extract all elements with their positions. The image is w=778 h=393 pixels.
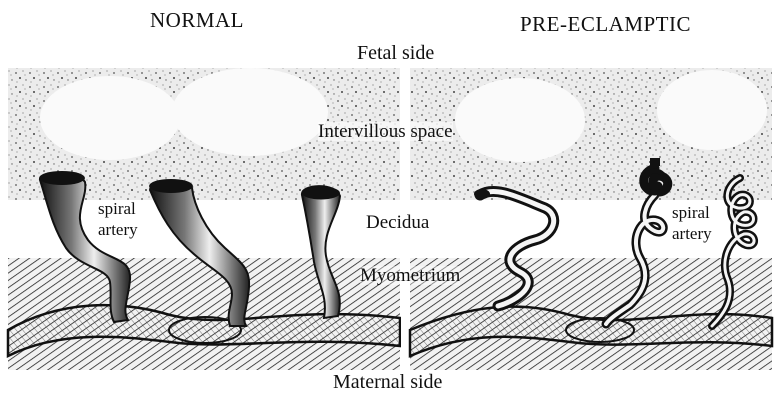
normal-title: NORMAL bbox=[150, 10, 244, 31]
maternal-side-label: Maternal side bbox=[333, 372, 442, 392]
spiral-label-left-line2: artery bbox=[98, 219, 138, 240]
fetal-side-label: Fetal side bbox=[357, 43, 434, 63]
spiral-artery-label-left: spiral artery bbox=[98, 198, 138, 240]
spiral-label-right-line1: spiral bbox=[672, 202, 712, 223]
intervillous-space-label: Intervillous space bbox=[318, 122, 453, 141]
decidua-band-right bbox=[410, 200, 772, 258]
spiral-artery-label-right: spiral artery bbox=[672, 202, 712, 244]
pre-eclamptic-title: PRE-ECLAMPTIC bbox=[520, 14, 691, 35]
normal-panel bbox=[8, 68, 400, 370]
pre-eclamptic-panel bbox=[410, 68, 772, 370]
decidua-label: Decidua bbox=[366, 213, 429, 232]
myometrium-label: Myometrium bbox=[360, 266, 460, 285]
spiral-label-left-line1: spiral bbox=[98, 198, 138, 219]
spiral-label-right-line2: artery bbox=[672, 223, 712, 244]
